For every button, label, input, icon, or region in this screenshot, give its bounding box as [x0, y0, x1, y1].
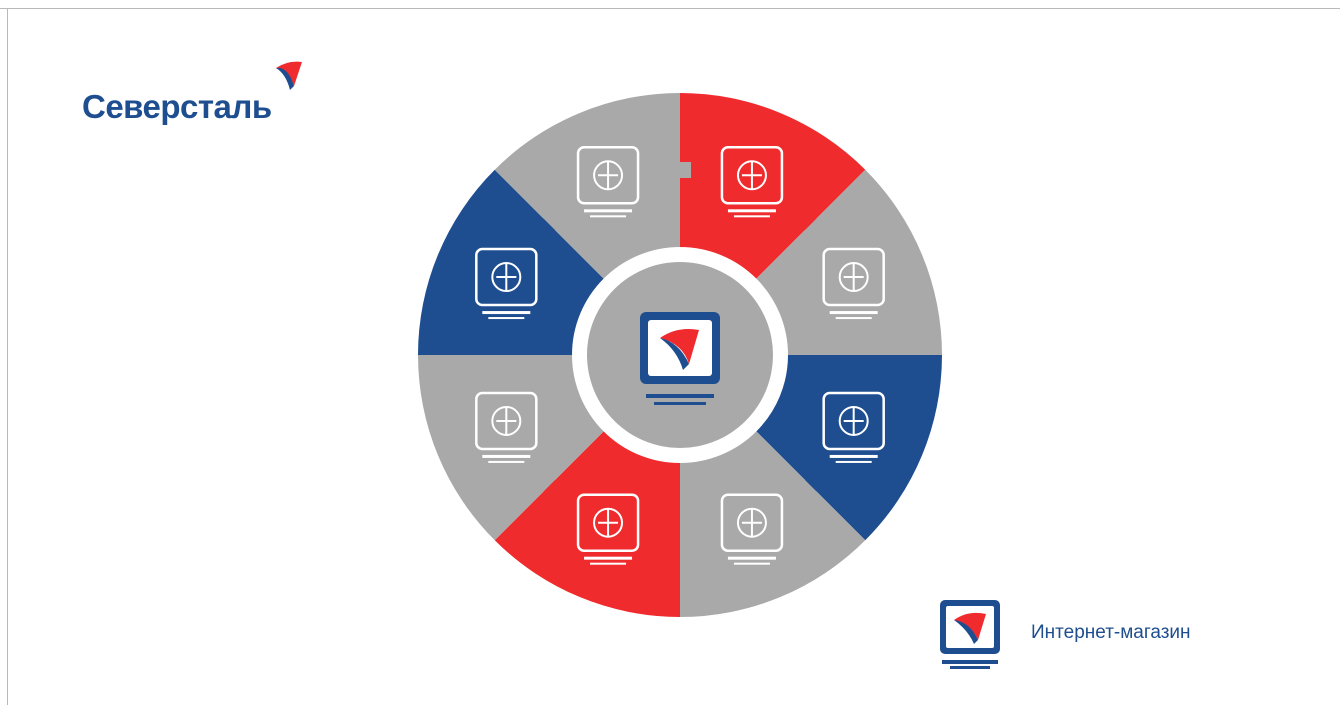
checklist-icon	[475, 391, 538, 463]
brand-name: Северсталь	[82, 88, 272, 125]
wheel-segment-1	[680, 93, 866, 279]
services-wheel-diagram	[418, 93, 942, 617]
brand-mark-icon	[276, 61, 302, 90]
frame-top-border	[0, 8, 1340, 9]
steel-rolls-pipes-icon	[822, 247, 885, 320]
frame-left-border	[7, 8, 8, 705]
wheel-segment-8	[494, 93, 680, 279]
brand-logo: Северсталь	[82, 58, 322, 128]
wheel-segment-5	[494, 431, 680, 617]
puzzle-tab-8	[669, 162, 691, 178]
hand-touch-icon	[822, 391, 885, 463]
center-monitor-icon	[640, 312, 720, 405]
handshake-icon	[720, 493, 784, 565]
wheel-segment-6	[418, 355, 604, 541]
wheel-segment-2	[756, 169, 942, 355]
online-store-link[interactable]: Интернет-магазин	[938, 598, 1268, 670]
wheel-segment-4	[680, 431, 866, 617]
online-store-monitor-icon	[940, 600, 1000, 669]
payment-card-coins-icon	[475, 247, 538, 320]
search-cart-icon	[576, 493, 640, 565]
online-store-label: Интернет-магазин	[1031, 622, 1191, 643]
wheel-segment-3	[756, 355, 942, 541]
train-truck-icon	[576, 146, 640, 218]
globe-cart-icon	[720, 146, 784, 218]
wheel-segment-7	[418, 169, 604, 355]
